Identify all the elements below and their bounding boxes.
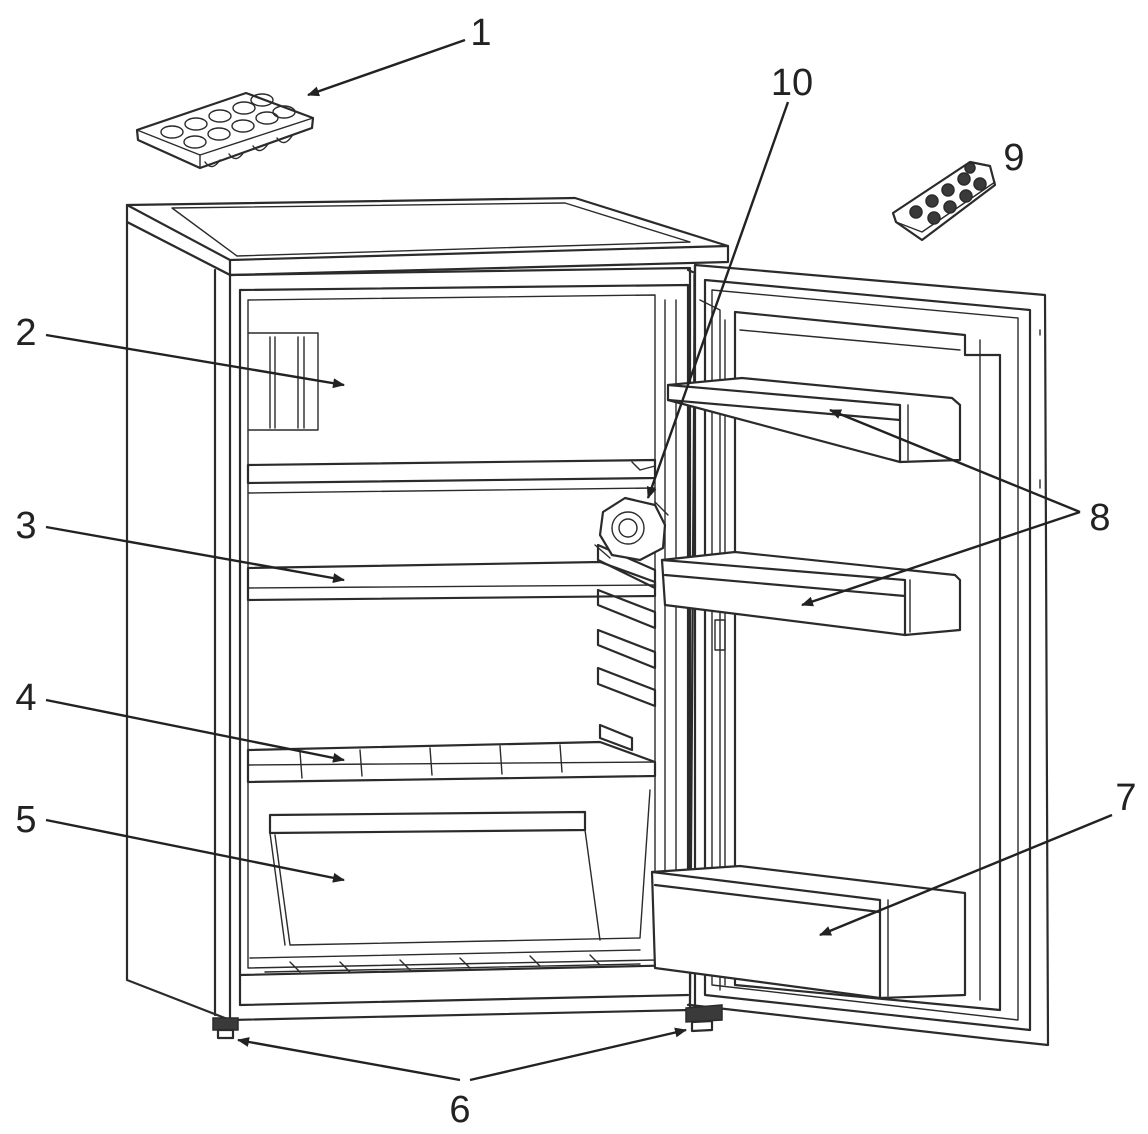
thermostat-knob <box>594 496 669 562</box>
egg-tray-illustration <box>891 160 997 242</box>
callout-7: 7 <box>1115 777 1136 819</box>
adjustable-feet <box>212 1004 723 1040</box>
callout-4: 4 <box>15 677 36 719</box>
fridge-cabinet <box>125 196 730 1022</box>
ice-tray-illustration <box>135 91 315 170</box>
callout-1: 1 <box>470 12 491 54</box>
crisper-drawer <box>249 789 651 973</box>
glass-shelf <box>246 560 657 602</box>
callout-10: 10 <box>771 62 813 104</box>
callout-6: 6 <box>449 1089 470 1131</box>
callout-3: 3 <box>15 505 36 547</box>
callout-2: 2 <box>15 312 36 354</box>
callout-5: 5 <box>15 799 36 841</box>
freezer-compartment <box>246 332 657 494</box>
shelf-rail-supports <box>596 543 657 752</box>
leader-lines <box>45 38 1113 1082</box>
callout-labels: 1 2 3 4 5 6 7 8 9 10 <box>15 12 1136 1131</box>
crisper-cover-shelf <box>246 740 657 784</box>
middle-door-balcony <box>660 550 962 637</box>
callout-9: 9 <box>1003 137 1024 179</box>
upper-door-balcony <box>666 376 962 464</box>
bottle-balcony <box>650 864 967 1000</box>
callout-8: 8 <box>1089 497 1110 539</box>
